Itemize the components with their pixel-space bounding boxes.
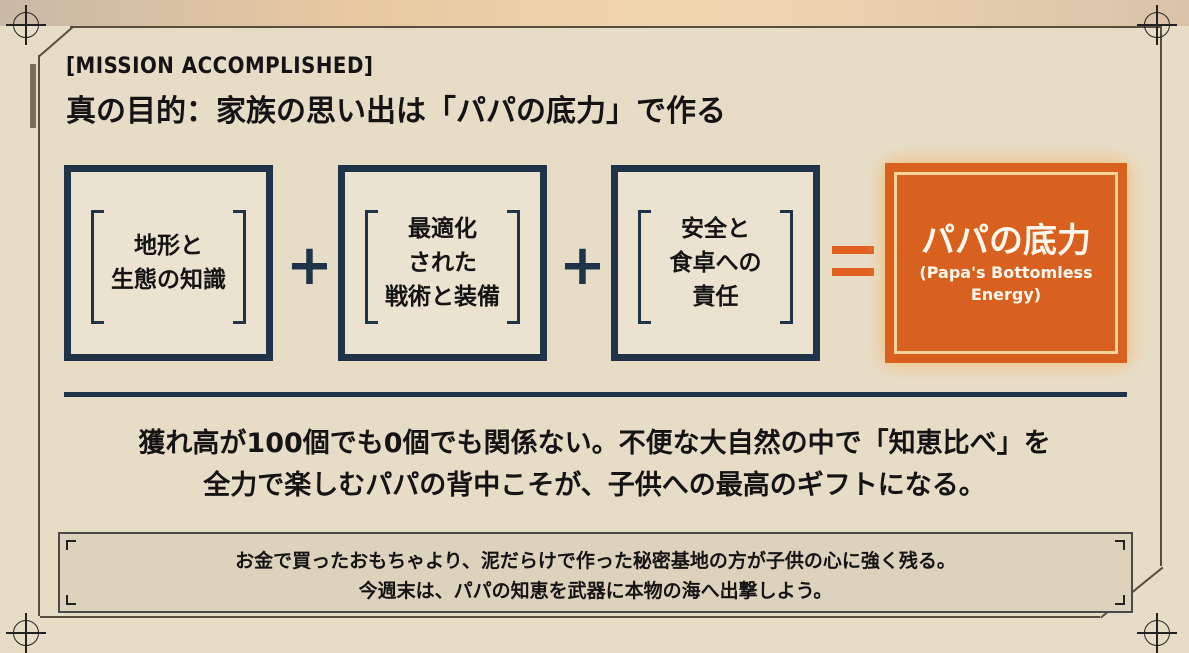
result-title: パパの底力	[921, 220, 1091, 261]
frame-line	[38, 55, 40, 616]
factor-label: 地形と 生態の知識	[111, 233, 226, 293]
note-box: お金で買ったおもちゃより、泥だらけで作った秘密基地の方が子供の心に強く残る。 今…	[58, 532, 1133, 613]
frame-line	[70, 26, 1160, 28]
crosshair-icon	[1137, 5, 1177, 45]
factor-box-safety: 安全と 食卓への 責任	[611, 165, 820, 361]
corner-bracket	[66, 595, 76, 605]
message-line-2: 全力で楽しむパパの背中こそが、子供への最高のギフトになる。	[203, 470, 986, 501]
frame-line	[40, 616, 1100, 618]
corner-bracket	[1115, 595, 1125, 605]
note-line-1: お金で買ったおもちゃより、泥だらけで作った秘密基地の方が子供の心に強く残る。	[235, 550, 956, 572]
result-subtitle: (Papa's Bottomless Energy)	[919, 262, 1093, 304]
corner-bracket	[66, 540, 76, 550]
frame-line	[1160, 26, 1162, 566]
crosshair-icon	[6, 5, 46, 45]
note-line-2: 今週末は、パパの知恵を武器に本物の海へ出撃しよう。	[358, 580, 833, 602]
mission-tag: [MISSION ACCOMPLISHED]	[66, 54, 374, 79]
message-line-1: 獲れ高が100個でも0個でも関係ない。不便な大自然の中で「知恵比べ」を	[138, 428, 1051, 459]
result-box: パパの底力 (Papa's Bottomless Energy)	[885, 163, 1127, 363]
factor-label: 最適化 された 戦術と装備	[385, 216, 500, 310]
equals-icon	[832, 246, 874, 280]
divider	[64, 392, 1127, 397]
factor-label: 安全と 食卓への 責任	[669, 216, 762, 310]
sky-banner	[0, 0, 1189, 26]
page-title: 真の目的：家族の思い出は「パパの底力」で作る	[66, 94, 726, 129]
plus-icon: +	[286, 233, 333, 298]
factor-box-terrain: 地形と 生態の知識	[64, 165, 273, 361]
frame-accent	[30, 64, 36, 128]
crosshair-icon	[6, 613, 46, 653]
corner-bracket	[1115, 540, 1125, 550]
crosshair-icon	[1137, 613, 1177, 653]
frame-corner	[38, 26, 74, 58]
factor-box-tactics: 最適化 された 戦術と装備	[338, 165, 547, 361]
plus-icon: +	[559, 233, 606, 298]
